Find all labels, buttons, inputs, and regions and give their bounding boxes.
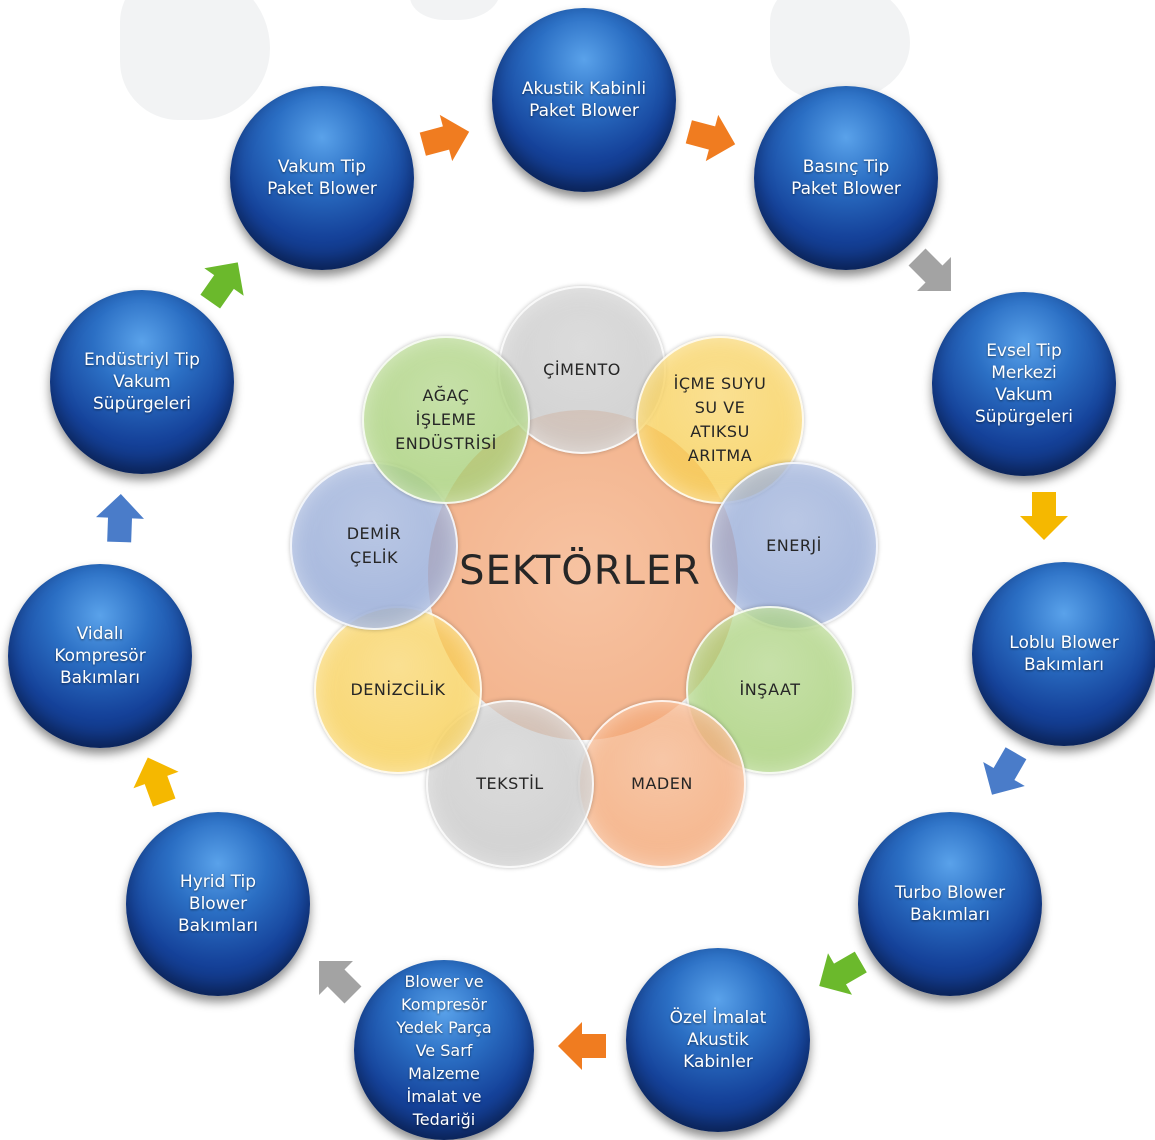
sector-label: AĞAÇ İŞLEME ENDÜSTRİSİ [395, 386, 497, 453]
arrow-icon [96, 494, 144, 543]
sector-label: DENİZCİLİK [350, 680, 446, 699]
service-acoustic-cabin-package-blower: Akustik Kabinli Paket Blower [492, 8, 676, 192]
sector-maritime: DENİZCİLİK [314, 606, 482, 774]
background-map-shape [770, 0, 910, 100]
service-industrial-vacuum: Endüstriyl Tip Vakum Süpürgeleri [50, 290, 234, 474]
service-label: Endüstriyl Tip Vakum Süpürgeleri [84, 350, 200, 414]
service-label: Akustik Kabinli Paket Blower [521, 79, 647, 121]
service-turbo-blower-maintenance: Turbo Blower Bakımları [858, 812, 1042, 996]
sector-label: İÇME SUYU SU VE ATIKSU ARITMA [673, 374, 767, 465]
sector-label: TEKSTİL [476, 774, 544, 793]
sector-label: MADEN [631, 774, 693, 793]
sector-label: İNŞAAT [739, 680, 801, 699]
arrow-icon [419, 114, 470, 162]
background-map-shape [410, 0, 500, 20]
arrow-icon [200, 262, 244, 309]
service-label: Basınç Tip Paket Blower [791, 157, 901, 199]
service-label: Loblu Blower Bakımları [1009, 633, 1119, 675]
center-title: SEKTÖRLER [459, 548, 701, 594]
sector-mining: MADEN [578, 700, 746, 868]
background-map-shape [120, 0, 270, 120]
sector-label: ÇİMENTO [543, 360, 621, 379]
arrow-icon [1020, 492, 1068, 540]
arrow-icon [819, 951, 867, 995]
service-custom-acoustic-cabins: Özel İmalat Akustik Kabinler [626, 948, 810, 1132]
arrow-icon [133, 757, 179, 807]
arrow-icon [983, 747, 1027, 795]
sector-woodworking: AĞAÇ İŞLEME ENDÜSTRİSİ [362, 336, 530, 504]
service-domestic-central-vacuum: Evsel Tip Merkezi Vakum Süpürgeleri [932, 292, 1116, 476]
service-label: Turbo Blower Bakımları [894, 883, 1006, 925]
arrow-icon [558, 1022, 606, 1070]
service-label: Özel İmalat Akustik Kabinler [669, 1008, 767, 1072]
service-label: Blower ve Kompresör Yedek Parça Ve Sarf … [396, 971, 492, 1129]
sector-label: ENERJİ [766, 536, 822, 555]
sector-label: DEMİR ÇELİK [346, 524, 402, 567]
arrow-icon [908, 248, 951, 291]
service-label: Hyrid Tip Blower Bakımları [177, 872, 259, 936]
service-spare-parts-supply: Blower ve Kompresör Yedek Parça Ve Sarf … [354, 960, 534, 1140]
service-hybrid-blower-maintenance: Hyrid Tip Blower Bakımları [126, 812, 310, 996]
service-screw-compressor-maintenance: Vidalı Kompresör Bakımları [8, 564, 192, 748]
service-pressure-package-blower: Basınç Tip Paket Blower [754, 86, 938, 270]
service-label: Vidalı Kompresör Bakımları [54, 624, 146, 688]
service-vacuum-package-blower: Vakum Tip Paket Blower [230, 86, 414, 270]
arrow-icon [319, 961, 362, 1004]
service-lobe-blower-maintenance: Loblu Blower Bakımları [972, 562, 1155, 746]
arrow-icon [685, 114, 736, 162]
sector-energy: ENERJİ [710, 462, 878, 630]
service-label: Evsel Tip Merkezi Vakum Süpürgeleri [975, 341, 1073, 427]
service-label: Vakum Tip Paket Blower [267, 157, 377, 199]
